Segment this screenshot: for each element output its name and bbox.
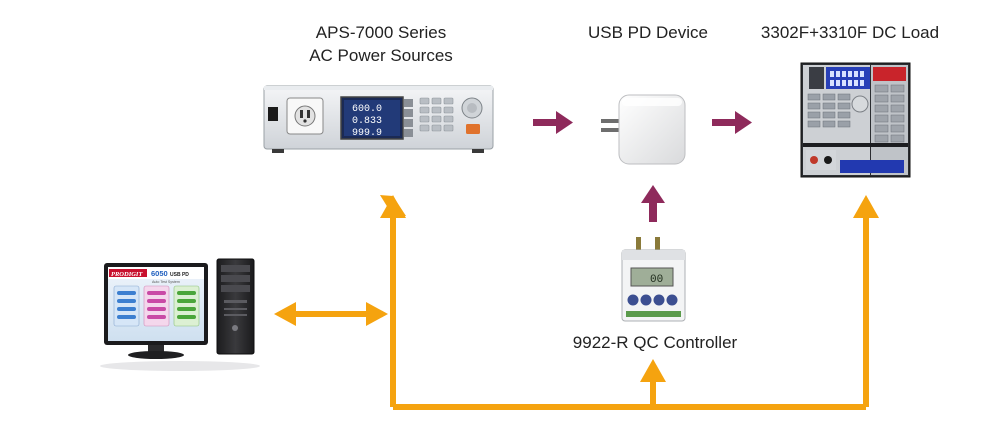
purple-arrows bbox=[533, 111, 752, 222]
aps-readout-voltage: 600.0 bbox=[352, 104, 382, 115]
pc-model-text: 6050 bbox=[151, 269, 168, 278]
arrowhead-left-pc bbox=[274, 302, 296, 326]
pc-tagline-text: Auto Test System bbox=[152, 280, 180, 284]
aps-keypad bbox=[419, 97, 454, 132]
qc-controller-device bbox=[621, 237, 686, 322]
arrowhead-up-load bbox=[853, 195, 879, 218]
arrow-usbpd-to-load bbox=[735, 111, 752, 134]
pc-screen-buttons bbox=[117, 291, 196, 319]
pc-model-suffix-text: USB PD bbox=[170, 272, 189, 278]
aps-label-line1: APS-7000 Series bbox=[315, 23, 447, 42]
arrowhead-right-bus bbox=[366, 302, 388, 326]
usb-pd-label: USB PD Device bbox=[588, 23, 708, 42]
qc-display-readout: 00 bbox=[650, 274, 663, 286]
orange-arrowheads bbox=[274, 195, 879, 382]
arrow-aps-to-usbpd bbox=[556, 111, 573, 134]
pc-brand-text: PRODIGIT bbox=[111, 271, 143, 278]
orange-connection-bus bbox=[290, 215, 869, 410]
load-display-digits bbox=[830, 71, 864, 86]
dc-load-device bbox=[800, 62, 911, 178]
arrowhead-up-qc bbox=[640, 359, 666, 382]
arrowhead-up-aps bbox=[380, 195, 406, 218]
pc-workstation bbox=[100, 258, 260, 371]
aps-readout-power: 999.9 bbox=[352, 128, 382, 139]
dc-load-label: 3302F+3310F DC Load bbox=[760, 23, 940, 42]
usb-pd-adapter bbox=[601, 94, 686, 165]
aps-readout-current: 0.833 bbox=[352, 116, 382, 127]
qc-controller-label: 9922-R QC Controller bbox=[572, 333, 738, 352]
aps-7000-device bbox=[263, 85, 494, 153]
arrow-qc-to-usbpd bbox=[641, 185, 665, 203]
aps-label-line2: AC Power Sources bbox=[309, 46, 453, 65]
load-buttons bbox=[807, 93, 851, 128]
